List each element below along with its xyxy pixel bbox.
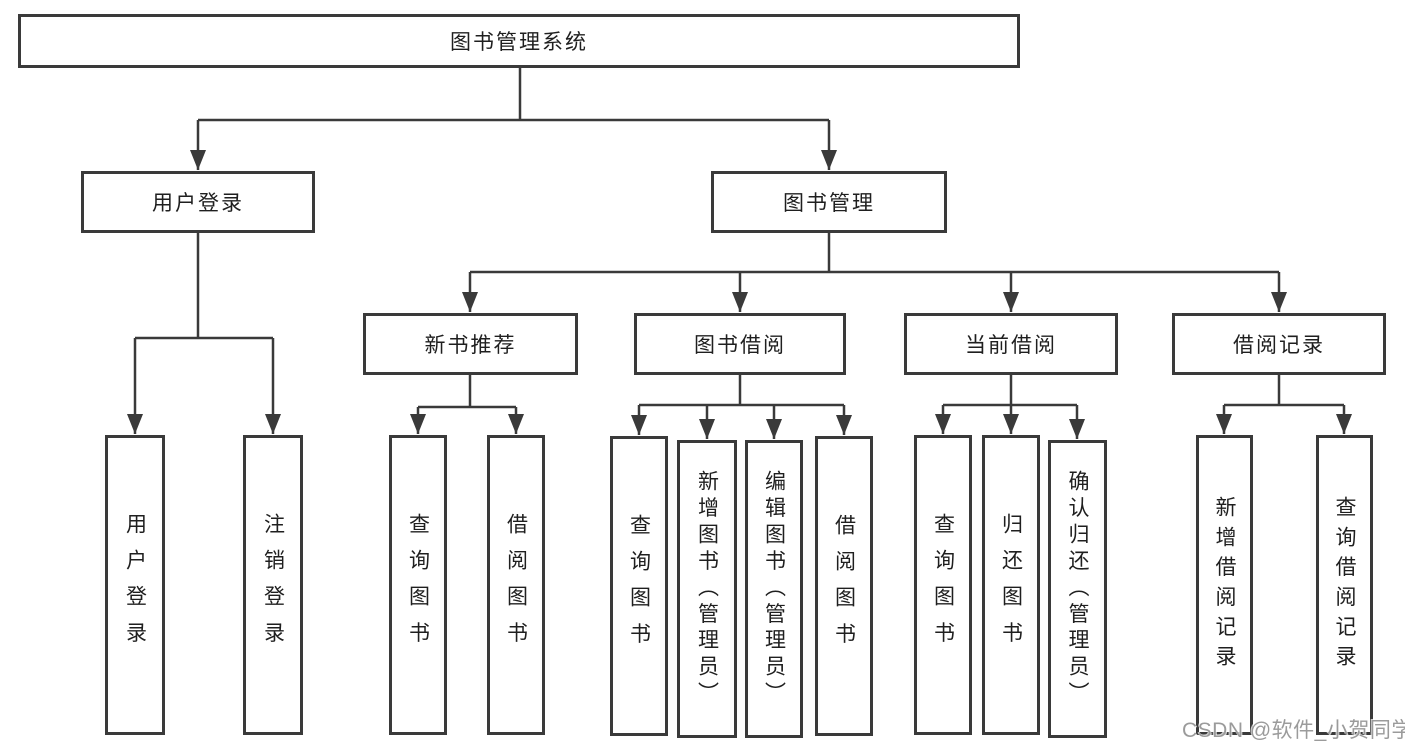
node-label: 确认归还（管理员） bbox=[1066, 469, 1089, 709]
node-label: 归还图书 bbox=[999, 512, 1023, 658]
leaf-add-books-admin: 新增图书（管理员） bbox=[677, 440, 737, 738]
node-label: 用户登录 bbox=[152, 192, 244, 215]
leaf-query-books-current: 查询图书 bbox=[914, 435, 972, 735]
node-label: 新书推荐 bbox=[424, 334, 517, 357]
node-label: 当前借阅 bbox=[965, 334, 1057, 357]
node-book-borrowing: 图书借阅 bbox=[634, 313, 846, 375]
node-label: 图书管理 bbox=[783, 192, 875, 215]
node-label: 编辑图书（管理员） bbox=[762, 469, 786, 709]
node-label: 查询图书 bbox=[406, 512, 430, 658]
leaf-borrow-books-recommend: 借阅图书 bbox=[487, 435, 545, 735]
node-label: 图书借阅 bbox=[694, 334, 786, 357]
leaf-edit-books-admin: 编辑图书（管理员） bbox=[745, 440, 803, 738]
node-label: 借阅记录 bbox=[1233, 334, 1325, 357]
node-label: 注销登录 bbox=[261, 512, 285, 658]
node-user-login: 用户登录 bbox=[81, 171, 315, 233]
node-current-borrowing: 当前借阅 bbox=[904, 313, 1118, 375]
leaf-borrow-books-borrowing: 借阅图书 bbox=[815, 436, 873, 736]
csdn-watermark: CSDN @软件_小贺同学 bbox=[1182, 719, 1405, 742]
node-book-management: 图书管理 bbox=[711, 171, 947, 233]
leaf-query-books-borrowing: 查询图书 bbox=[610, 436, 668, 736]
leaf-user-login: 用户登录 bbox=[105, 435, 165, 735]
node-label: 查询图书 bbox=[931, 512, 955, 658]
node-label: 查询借阅记录 bbox=[1333, 495, 1356, 675]
node-label: 查询图书 bbox=[627, 513, 651, 659]
leaf-add-borrow-record: 新增借阅记录 bbox=[1196, 435, 1253, 735]
leaf-query-books-recommend: 查询图书 bbox=[389, 435, 447, 735]
node-label: 新增借阅记录 bbox=[1213, 495, 1236, 675]
node-borrowing-records: 借阅记录 bbox=[1172, 313, 1386, 375]
leaf-query-borrow-record: 查询借阅记录 bbox=[1316, 435, 1373, 735]
node-label: 图书管理系统 bbox=[450, 31, 588, 54]
node-label: 用户登录 bbox=[123, 512, 147, 658]
node-label: 借阅图书 bbox=[504, 512, 528, 658]
node-label: 新增图书（管理员） bbox=[695, 469, 719, 709]
leaf-logout: 注销登录 bbox=[243, 435, 303, 735]
leaf-return-books: 归还图书 bbox=[982, 435, 1040, 735]
node-library-management-system: 图书管理系统 bbox=[18, 14, 1020, 68]
node-new-book-recommend: 新书推荐 bbox=[363, 313, 578, 375]
leaf-confirm-return-admin: 确认归还（管理员） bbox=[1048, 440, 1107, 738]
node-label: 借阅图书 bbox=[832, 513, 856, 659]
